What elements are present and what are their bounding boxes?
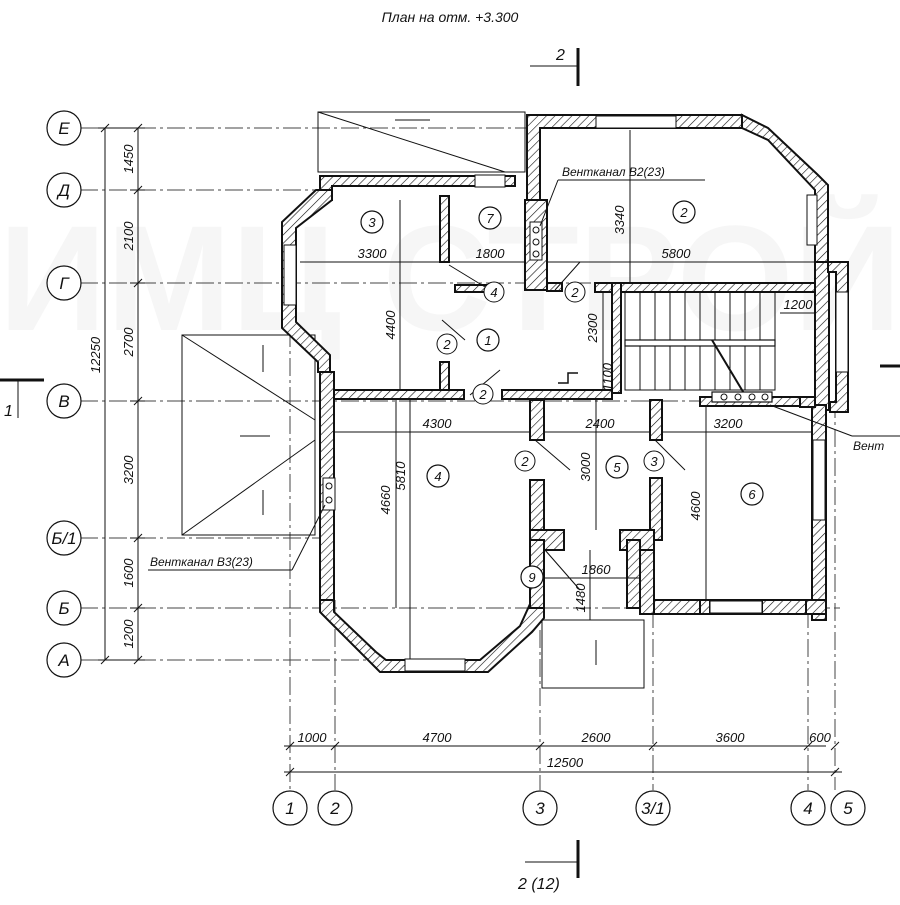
room-number: 2	[679, 205, 688, 220]
section-mark-top: 2	[530, 47, 580, 86]
plan-title: План на отм. +3.300	[382, 9, 519, 25]
roof-outlines	[181, 111, 645, 689]
dim-bottom: 2600	[581, 730, 612, 745]
vent-shafts	[322, 221, 543, 511]
section-bottom-label: 2 (12)	[517, 876, 560, 893]
room-numbers: 1 2 3 4 5 6 7 9	[360, 200, 764, 589]
section-mark-left: 1	[0, 378, 44, 420]
room-dimension-lines	[300, 130, 815, 660]
axis-row-label: Б/1	[51, 529, 76, 548]
dim-room: 4600	[688, 491, 703, 521]
dim-room: 4660	[378, 485, 393, 515]
dim-room: 1200	[784, 297, 814, 312]
dim-room: 1480	[573, 583, 588, 613]
axis-col-label: 1	[285, 799, 294, 818]
axis-row-label: Г	[59, 274, 70, 293]
room-number: 1	[484, 333, 491, 348]
axis-row-label: Е	[58, 119, 70, 138]
dim-room: 1860	[582, 562, 612, 577]
dim-room: 3340	[612, 205, 627, 235]
column-axis-bubbles: 1 2 3 3/1 4 5	[272, 790, 866, 826]
dim-left: 1200	[121, 619, 136, 649]
dim-room: 5810	[393, 461, 408, 491]
dim-room: 3300	[358, 246, 388, 261]
section-mark-bottom: 2 (12)	[517, 840, 580, 893]
dim-room: 5800	[662, 246, 692, 261]
axis-row-label: В	[58, 392, 69, 411]
dim-room: 4300	[423, 416, 453, 431]
door-mark: 2	[478, 387, 487, 402]
bottom-dimension-chain: 1000 4700 2600 3600 600 12500	[284, 730, 842, 777]
room-number: 4	[434, 469, 441, 484]
dim-left-total: 12250	[88, 336, 103, 373]
axis-row-label: Д	[56, 181, 70, 200]
door-mark: 2	[570, 285, 579, 300]
room-number: 3	[368, 215, 376, 230]
vent-labels: Вентканал В2(23) Вентканал В3(23) Вент	[148, 165, 900, 571]
room-dimension-texts: 3300 1800 5800 4400 3340 2300 1100 1200 …	[358, 205, 814, 613]
dim-bottom: 1000	[298, 730, 328, 745]
room-number: 7	[486, 211, 494, 226]
dim-left: 1450	[121, 144, 136, 174]
dim-left: 1600	[121, 558, 136, 588]
door-mark: 4	[490, 285, 497, 300]
left-dimension-chain: 1450 2100 2700 3200 1600 1200 12250	[88, 123, 145, 665]
axis-col-label: 4	[803, 799, 812, 818]
axis-lines-vertical	[289, 300, 836, 790]
dim-left: 2700	[121, 327, 136, 358]
axis-row-label: А	[57, 651, 69, 670]
vent-label-b3: Вентканал В3(23)	[150, 555, 253, 569]
dim-room: 4400	[383, 310, 398, 340]
dim-left: 2100	[121, 221, 136, 252]
dim-room: 1100	[600, 362, 615, 391]
room-number: 9	[528, 570, 535, 585]
staircase	[624, 291, 776, 403]
vent-label-b2: Вентканал В2(23)	[562, 165, 665, 179]
door-mark: 2	[442, 337, 451, 352]
axis-col-label: 3	[535, 799, 545, 818]
dim-bottom-total: 12500	[547, 755, 584, 770]
section-top-label: 2	[555, 47, 565, 64]
axis-col-label: 3/1	[641, 799, 665, 818]
section-left-label: 1	[4, 403, 13, 420]
dim-bottom: 600	[809, 730, 831, 745]
window-openings	[283, 115, 849, 672]
dim-bottom: 3600	[716, 730, 746, 745]
dim-room: 2400	[585, 416, 616, 431]
axis-col-label: 2	[329, 799, 340, 818]
vent-label-right: Вент	[853, 439, 884, 453]
stair-mark	[558, 372, 578, 384]
axis-row-label: Б	[58, 599, 69, 618]
door-swings	[441, 261, 686, 591]
room-number: 5	[613, 460, 621, 475]
row-axis-bubbles: Е Д Г В Б/1 Б А	[46, 110, 82, 678]
dim-bottom: 4700	[423, 730, 453, 745]
dim-room: 1800	[476, 246, 506, 261]
door-mark: 3	[650, 454, 658, 469]
dim-left: 3200	[121, 455, 136, 485]
dim-room: 3200	[714, 416, 744, 431]
dim-room: 3000	[578, 452, 593, 482]
room-number: 6	[748, 487, 756, 502]
dim-room: 2300	[585, 313, 600, 344]
door-marks: 2 4 2 2 2 3	[436, 281, 665, 472]
door-mark: 2	[520, 454, 529, 469]
axis-col-label: 5	[843, 799, 853, 818]
